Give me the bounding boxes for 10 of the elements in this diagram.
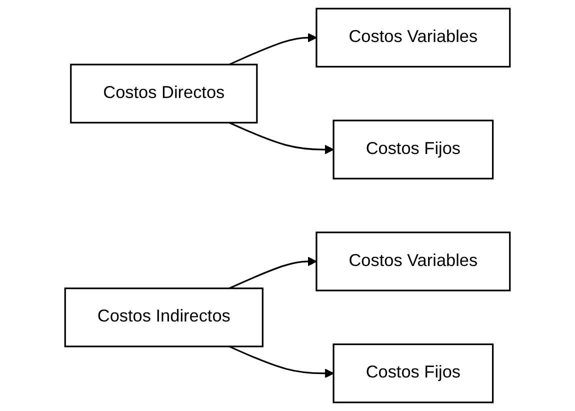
arrow xyxy=(228,346,334,378)
node-box: Costos Variables xyxy=(316,232,511,292)
arrow xyxy=(228,256,317,290)
node-box: Costos Indirectos xyxy=(64,288,264,348)
node-box: Costos Variables xyxy=(316,8,511,68)
node-box: Costos Fijos xyxy=(332,120,494,180)
arrow xyxy=(228,32,317,66)
node-box: Costos Directos xyxy=(70,64,258,124)
node-box: Costos Fijos xyxy=(332,343,494,404)
arrow xyxy=(228,122,334,154)
